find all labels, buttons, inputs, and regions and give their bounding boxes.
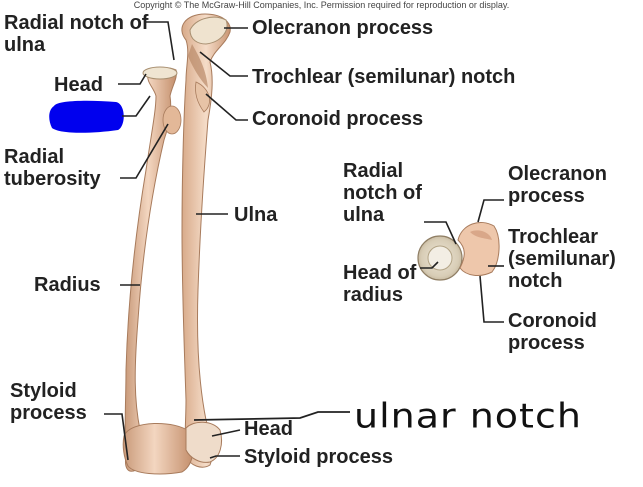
trochlear-notch (188, 44, 208, 88)
label-inset-olecranon: Olecranon process (508, 163, 607, 207)
distal-radius (122, 423, 194, 475)
label-styloid-process-bottom: Styloid process (244, 446, 393, 468)
label-olecranon-process: Olecranon process (252, 17, 434, 39)
label-radius: Radius (34, 274, 101, 296)
label-trochlear-notch: Trochlear (semilunar) notch (252, 66, 516, 88)
leader-lines (104, 21, 504, 461)
inset-ulna (457, 222, 500, 276)
inset-illustration (417, 222, 500, 281)
label-styloid-process-left: Styloid process (10, 380, 87, 424)
olecranon-cap (189, 16, 228, 45)
label-coronoid-process: Coronoid process (252, 108, 424, 130)
redaction-blob (49, 100, 124, 133)
ulna-head (185, 421, 223, 463)
label-head: Head (54, 74, 103, 96)
handwritten-ulnar-notch: ulnar notch (354, 396, 582, 436)
copyright-notice: Copyright © The McGraw-Hill Companies, I… (133, 0, 510, 10)
label-inset-coronoid: Coronoid process (508, 310, 597, 354)
label-radial-tuberosity: Radial tuberosity (4, 146, 101, 190)
label-inset-radial-notch: Radial notch of ulna (343, 160, 422, 226)
radial-head (142, 66, 178, 80)
radial-tuberosity-bump (162, 105, 182, 135)
label-inset-head-of-radius: Head of radius (343, 262, 417, 306)
label-head-bottom: Head (244, 418, 293, 440)
label-inset-trochlear: Trochlear (semilunar) notch (508, 226, 616, 292)
label-ulna: Ulna (234, 204, 278, 226)
label-radial-notch-of-ulna: Radial notch of ulna (4, 12, 149, 56)
coronoid-bump (195, 81, 210, 113)
